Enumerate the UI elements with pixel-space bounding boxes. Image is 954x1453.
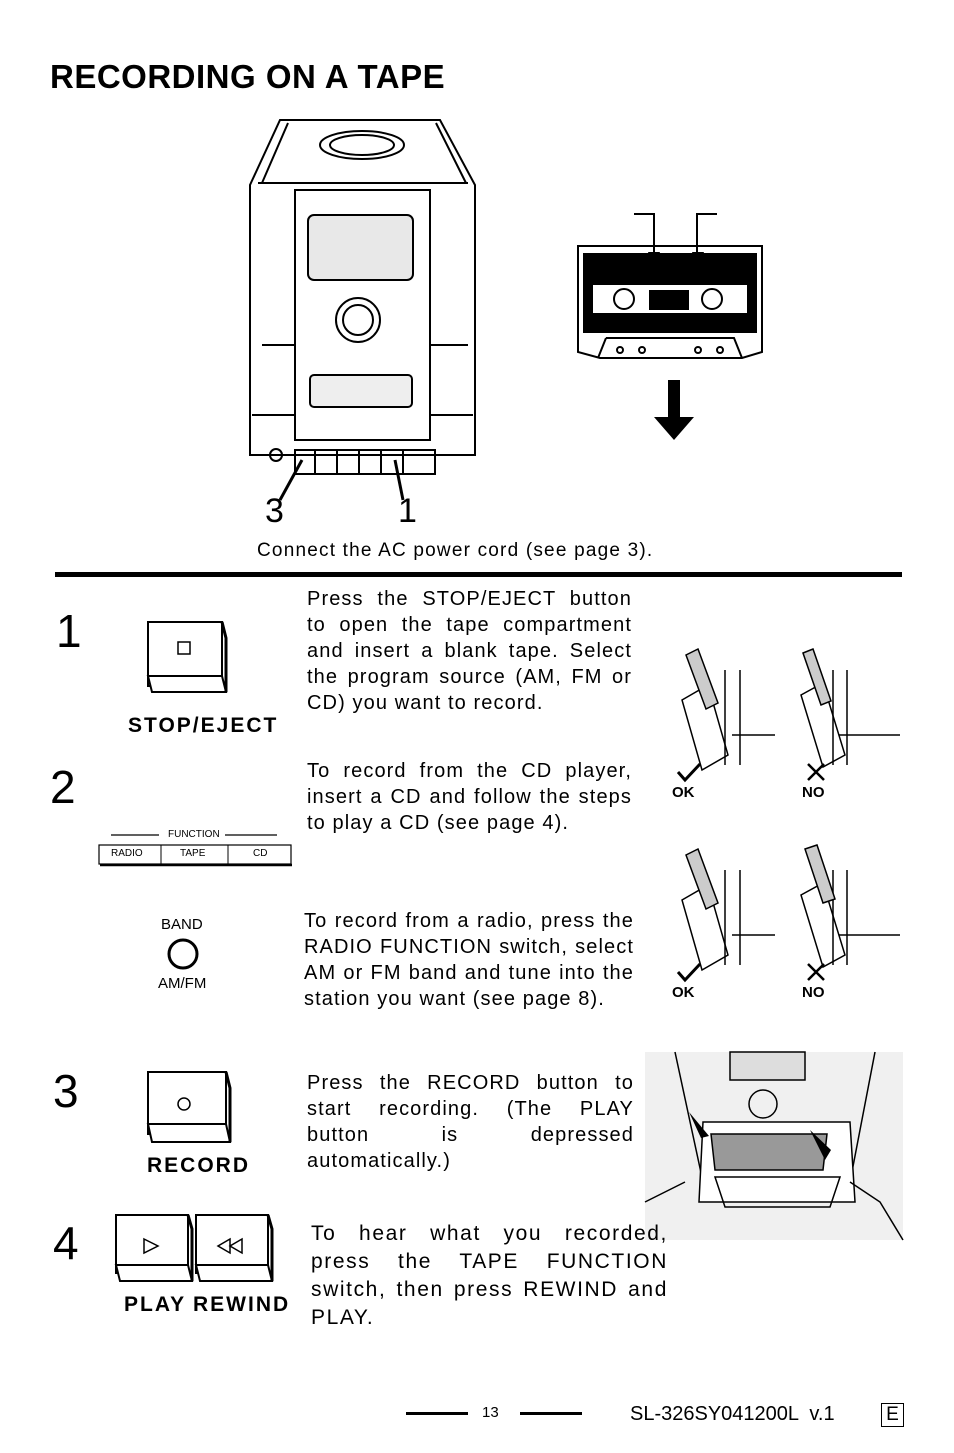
rewind-label: REWIND bbox=[193, 1293, 291, 1316]
no-label-2: NO bbox=[802, 984, 825, 1001]
function-option-tape: TAPE bbox=[180, 848, 206, 859]
step-4-number: 4 bbox=[53, 1217, 79, 1269]
cassette-illustration bbox=[577, 213, 763, 440]
record-label: RECORD bbox=[147, 1154, 251, 1177]
rewind-button bbox=[194, 1214, 274, 1282]
ok-label-2: OK bbox=[672, 984, 695, 1001]
stop-eject-button bbox=[146, 621, 228, 693]
play-label: PLAY bbox=[124, 1293, 187, 1316]
band-label: BAND bbox=[161, 916, 203, 933]
step-2-number: 2 bbox=[50, 761, 76, 813]
record-button bbox=[146, 1071, 232, 1143]
function-option-radio: RADIO bbox=[111, 848, 143, 859]
cross-icon bbox=[807, 963, 825, 981]
step-2-radio-text: To record from a radio, press the RADIO … bbox=[304, 910, 634, 1010]
section-divider bbox=[55, 572, 902, 577]
callout-3: 3 bbox=[265, 492, 284, 530]
page-number: 13 bbox=[482, 1404, 499, 1421]
band-knob-icon bbox=[167, 938, 199, 970]
tape-insertion-illustration bbox=[644, 1051, 904, 1241]
step-3-text: Press the RECORD button to start recordi… bbox=[307, 1072, 634, 1172]
model-code: SL-326SY041200L v.1 bbox=[630, 1403, 835, 1425]
tape-insert-ok-diagram-1 bbox=[681, 647, 775, 772]
footer-rule-right bbox=[520, 1412, 582, 1415]
cross-icon bbox=[807, 763, 825, 781]
page-title: RECORDING ON A TAPE bbox=[50, 58, 446, 95]
check-icon bbox=[676, 762, 702, 783]
function-switch bbox=[98, 834, 292, 867]
step-1-text: Press the STOP/EJECT button to open the … bbox=[307, 588, 632, 714]
tape-insert-ok-diagram-2 bbox=[681, 847, 775, 972]
function-title: FUNCTION bbox=[168, 829, 220, 840]
amfm-label: AM/FM bbox=[158, 975, 207, 992]
play-button bbox=[114, 1214, 194, 1282]
no-label-1: NO bbox=[802, 784, 825, 801]
footer-rule-left bbox=[406, 1412, 468, 1415]
stop-eject-label: STOP/EJECT bbox=[128, 714, 279, 737]
step-4-text: To hear what you recorded, press the TAP… bbox=[311, 1222, 668, 1329]
tape-insert-no-diagram-1 bbox=[800, 648, 900, 769]
tape-insert-no-diagram-2 bbox=[800, 844, 900, 969]
check-icon bbox=[676, 962, 702, 983]
step-3-number: 3 bbox=[53, 1065, 79, 1117]
step-2-text: To record from the CD player, insert a C… bbox=[307, 760, 632, 834]
callout-1: 1 bbox=[398, 492, 417, 530]
ok-label-1: OK bbox=[672, 784, 695, 801]
language-badge: E bbox=[881, 1403, 904, 1427]
step-1-number: 1 bbox=[56, 605, 82, 657]
connect-note: Connect the AC power cord (see page 3). bbox=[257, 540, 654, 561]
function-option-cd: CD bbox=[253, 848, 268, 859]
stereo-unit-illustration bbox=[249, 119, 476, 501]
